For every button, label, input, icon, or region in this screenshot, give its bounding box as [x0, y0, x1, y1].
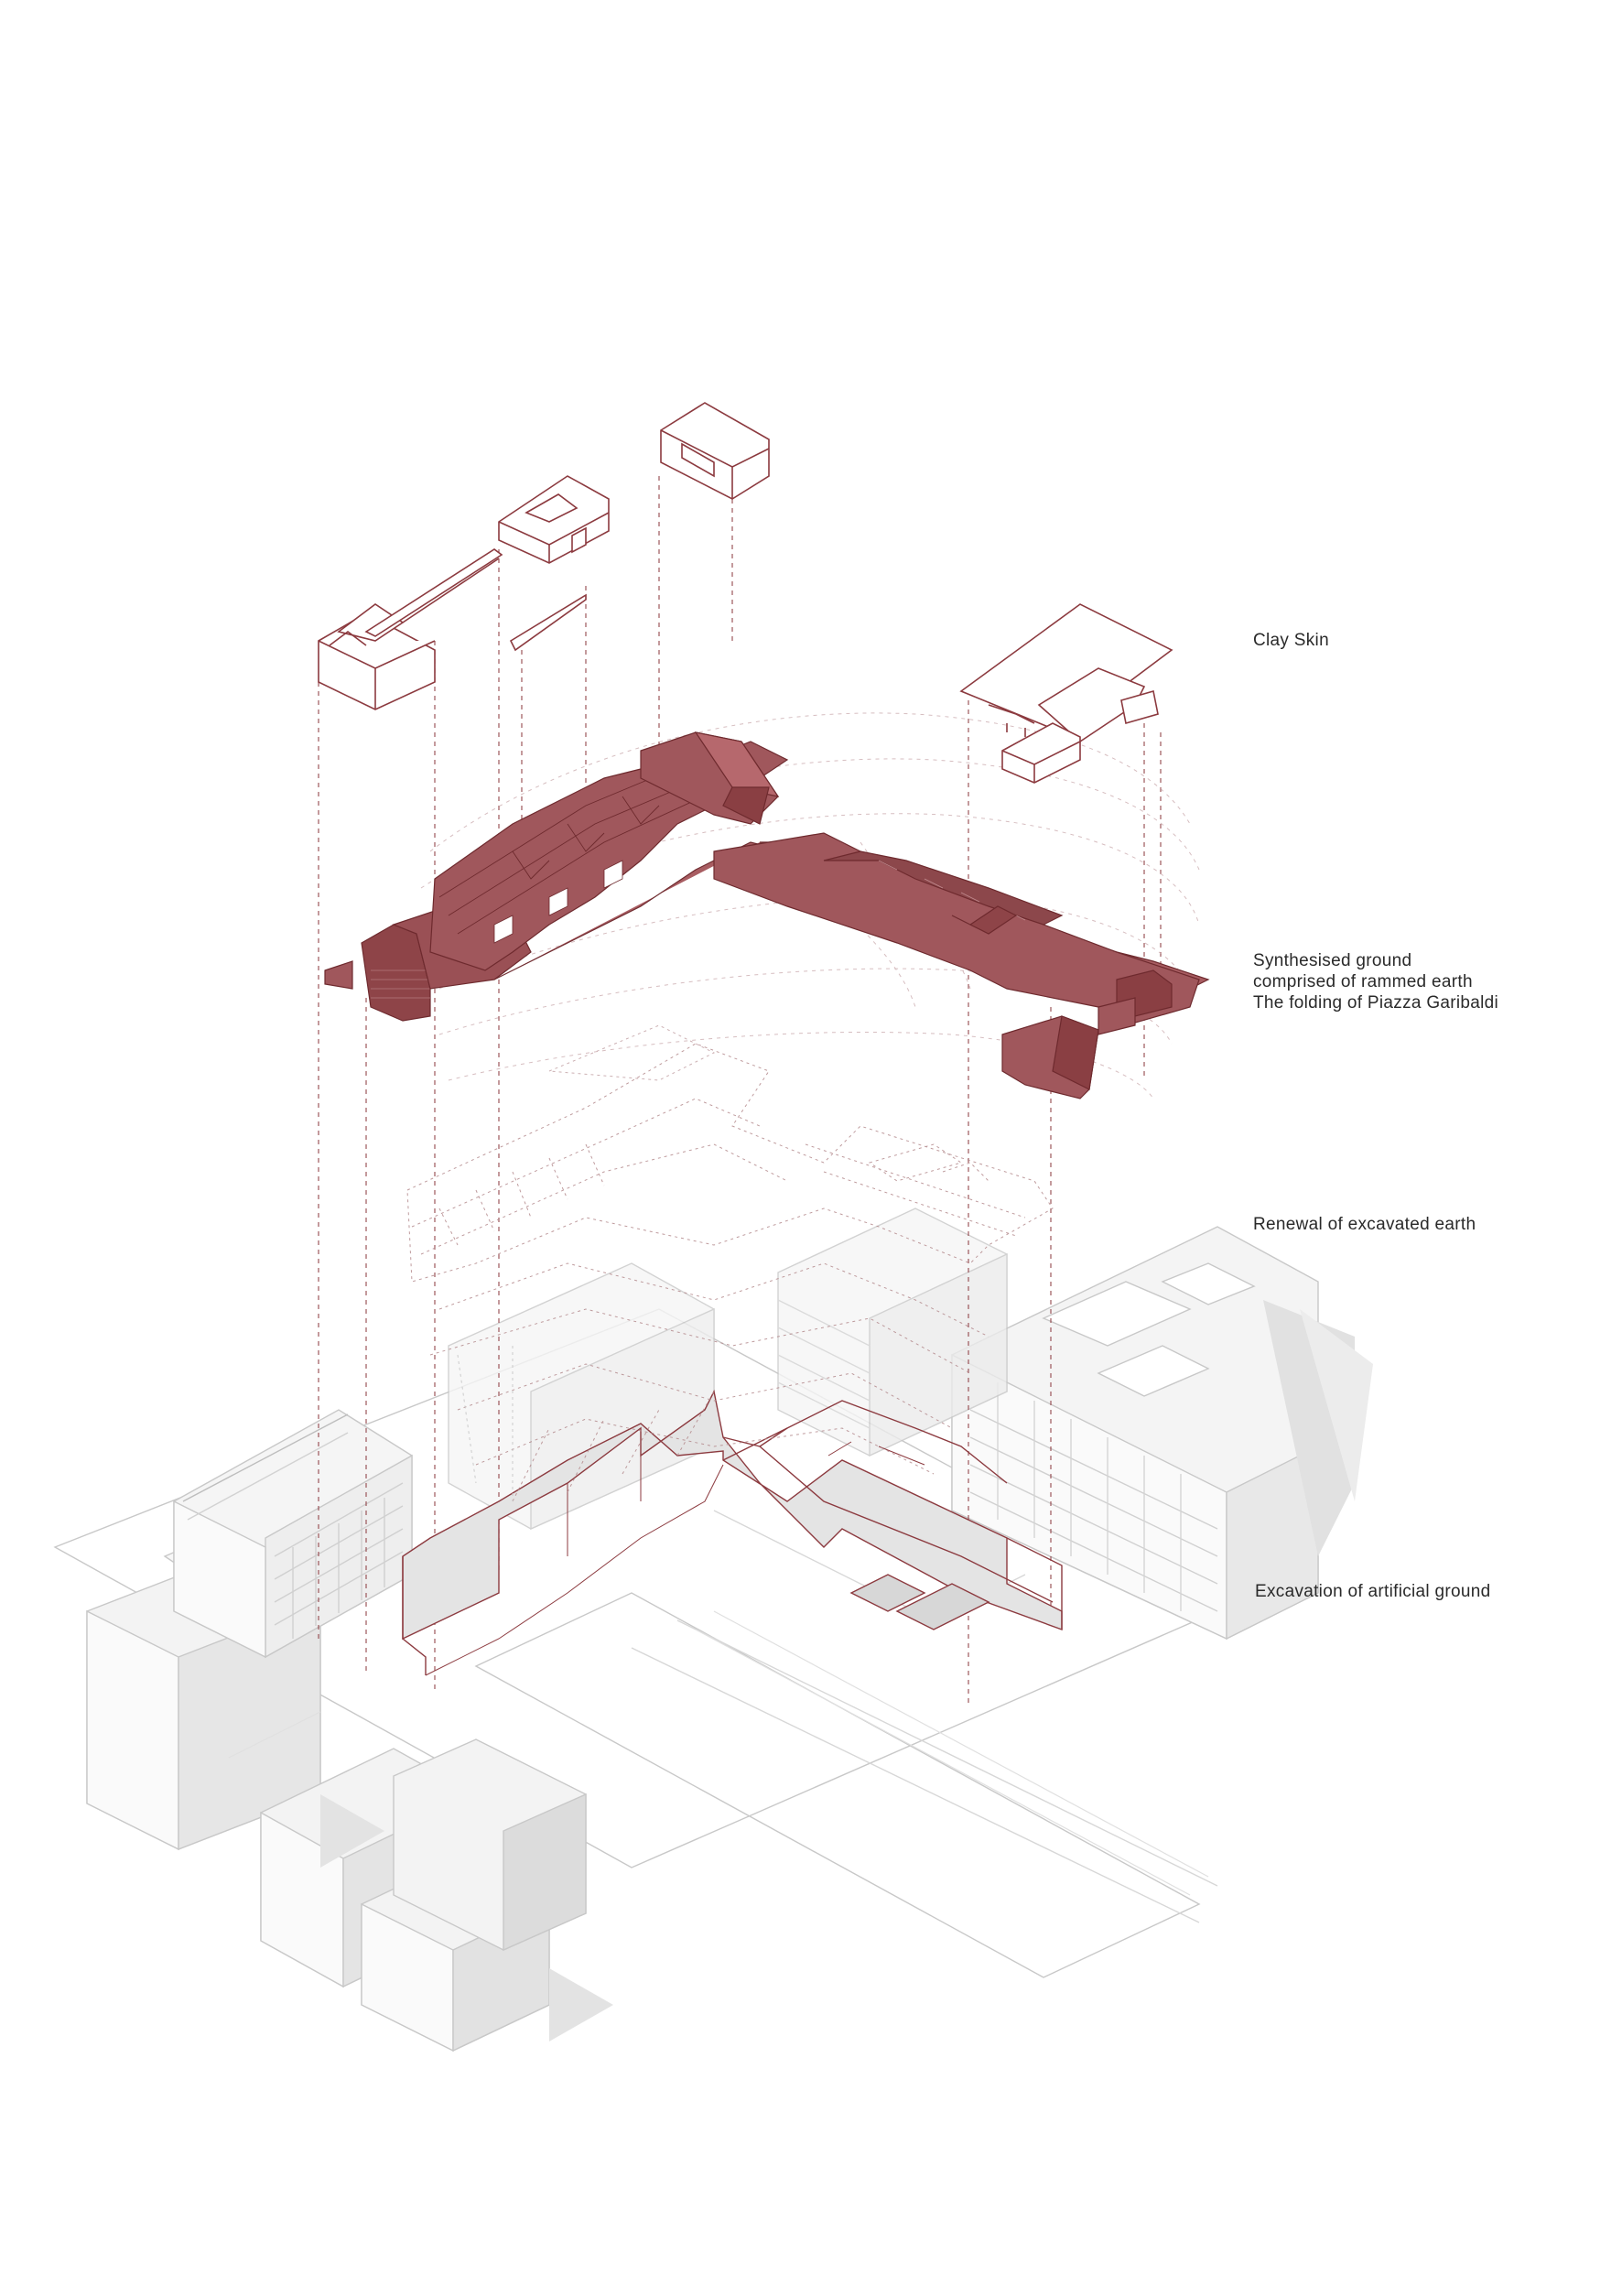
label-excavation-text: Excavation of artificial ground — [1255, 1582, 1491, 1601]
context-building-right-courtyard — [951, 1226, 1319, 1641]
clay-skin-roof-1 — [318, 603, 436, 710]
clay-skin-roof-2 — [498, 475, 610, 564]
label-clay-skin: Clay Skin — [1253, 630, 1329, 651]
label-renewal-text: Renewal of excavated earth — [1253, 1215, 1476, 1234]
context-city-base — [53, 1208, 1373, 2052]
context-building-left-corner — [393, 1738, 587, 1952]
label-clay-skin-text: Clay Skin — [1253, 631, 1329, 650]
context-building-rear-mid — [448, 1208, 1008, 1531]
label-excavation-artificial-ground: Excavation of artificial ground — [1255, 1581, 1491, 1602]
layer-synthesised-ground — [324, 731, 1210, 1099]
label-synthesised-ground: Synthesised ground comprised of rammed e… — [1253, 950, 1498, 1013]
layer-clay-skin — [318, 402, 1173, 784]
clay-skin-roof-4 — [959, 603, 1173, 784]
clay-skin-roof-3 — [660, 402, 770, 500]
layer-renewal-earth — [406, 1024, 1054, 1502]
label-synth-ground-line-3: The folding of Piazza Garibaldi — [1253, 993, 1499, 1013]
label-renewal-excavated-earth: Renewal of excavated earth — [1253, 1214, 1476, 1235]
context-street-lines — [228, 1610, 1209, 1896]
label-synth-ground-line-1: Synthesised ground — [1253, 951, 1412, 970]
label-synth-ground-line-2: comprised of rammed earth — [1253, 972, 1473, 991]
context-palazzo — [173, 1409, 413, 1659]
layer-excavation — [402, 1389, 1063, 1676]
